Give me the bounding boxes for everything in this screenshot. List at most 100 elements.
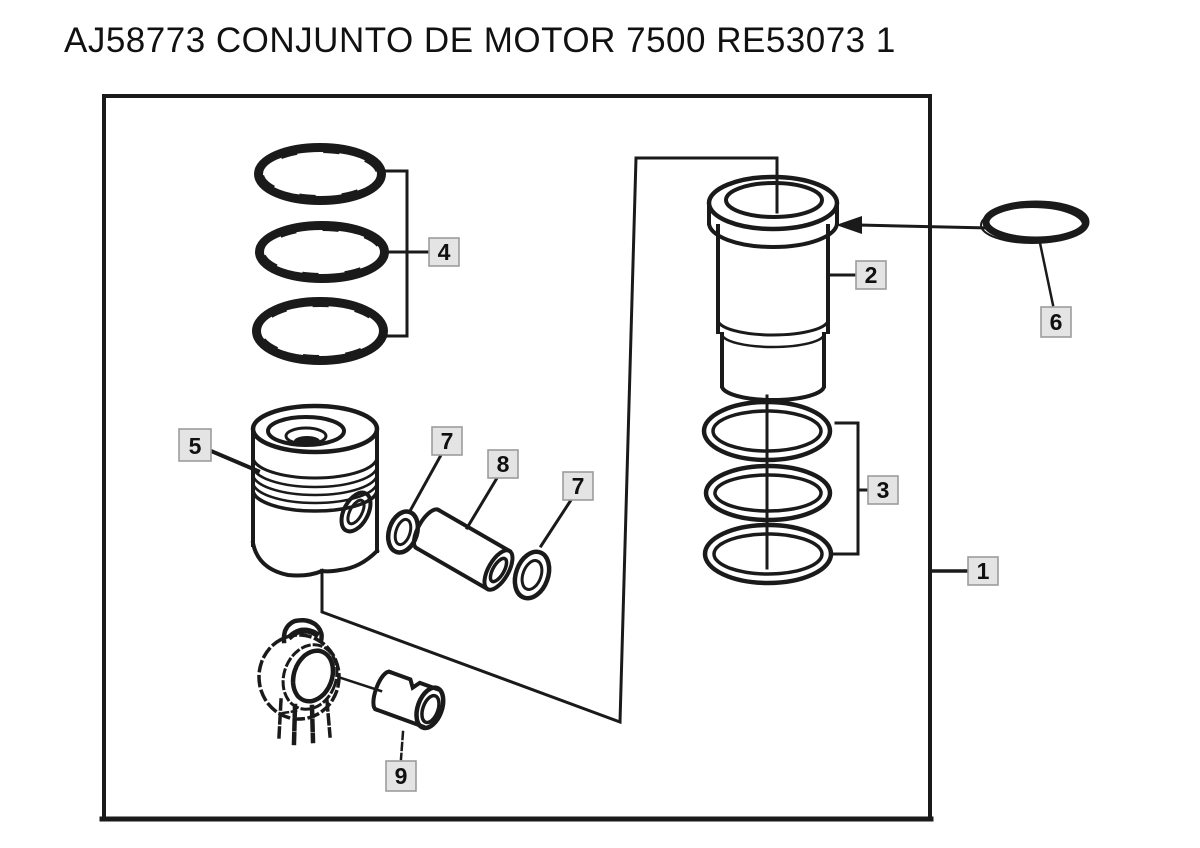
bushing-right-face (414, 685, 446, 731)
callout-number[interactable]: 1 (977, 558, 990, 584)
callout-number[interactable]: 3 (877, 477, 890, 503)
piston-liner-assembly-line (320, 156, 779, 725)
callout-number[interactable]: 7 (572, 473, 585, 499)
piston (208, 403, 380, 578)
piston-bowl-center (294, 436, 320, 446)
bushing-left-cap (371, 669, 393, 713)
callout-box[interactable] (562, 471, 594, 501)
piston-ring-top-highlight (263, 152, 377, 196)
pin-top-edge (435, 507, 513, 554)
snap-ring-right-inner (520, 559, 544, 591)
callout-2-cylinder-liner[interactable]: 2 (855, 260, 887, 290)
cylinder-liner (706, 174, 858, 402)
callout-number[interactable]: 8 (497, 451, 510, 477)
callout-box[interactable] (178, 428, 212, 462)
packing-bracket (831, 421, 860, 556)
callout-6-o-ring[interactable]: 6 (1040, 306, 1072, 338)
piston-pin-boss (339, 490, 373, 534)
packing-bottom-inner (712, 532, 824, 576)
rod-shank-tick (281, 709, 298, 715)
callout-7-snap-ring-left[interactable]: 7 (431, 426, 463, 456)
piston-groove-2 (251, 464, 379, 489)
piston-ring-middle (255, 221, 389, 283)
callout-3-liner-packing-set[interactable]: 3 (867, 475, 899, 505)
callout-box[interactable] (487, 449, 519, 479)
packing-middle-inner (713, 473, 823, 513)
pin-right-face (482, 548, 515, 592)
packing-bottom (702, 522, 834, 586)
piston-groove-4 (251, 480, 379, 505)
piston-leader (208, 448, 261, 474)
piston-ring-top (254, 143, 386, 205)
liner-flange-bottom (706, 220, 840, 249)
piston-ring-bottom-highlight (261, 306, 379, 356)
snap-ring-left-inner (393, 517, 413, 547)
piston-pin-leader (464, 475, 500, 531)
rod-shank-line-4 (325, 699, 332, 738)
liner-bottom-edge (719, 383, 827, 402)
snap-ring-left-leader (407, 452, 444, 514)
pin-bushing (339, 669, 446, 761)
piston-pin-hole (346, 498, 366, 526)
callout-box[interactable] (1040, 306, 1072, 338)
o-ring (836, 200, 1090, 307)
callout-1-assembly[interactable]: 1 (967, 556, 999, 586)
callout-box[interactable] (967, 556, 999, 586)
snap-ring-right-outer (512, 549, 552, 601)
callout-number[interactable]: 2 (865, 262, 878, 288)
liner-packing-set (701, 394, 870, 586)
rod-bore (290, 648, 336, 704)
rod-shank-line-3 (309, 704, 316, 744)
piston-groove-3 (251, 472, 379, 497)
callout-9-pin-bushing[interactable]: 9 (385, 760, 417, 792)
callout-box[interactable] (867, 475, 899, 505)
snap-ring-right-leader (538, 497, 574, 549)
page-title: AJ58773 CONJUNTO DE MOTOR 7500 RE53073 1 (64, 21, 896, 60)
connecting-rod-phantom (257, 618, 341, 746)
rod-boss-top (281, 618, 324, 644)
rod-shank-line-1 (277, 698, 283, 739)
piston-crown (250, 403, 380, 455)
callout-8-piston-pin[interactable]: 8 (487, 449, 519, 479)
callout-5-piston[interactable]: 5 (178, 428, 212, 462)
liner-flange-rim (706, 174, 840, 232)
callout-box[interactable] (385, 760, 417, 792)
callout-7-snap-ring-right[interactable]: 7 (562, 471, 594, 501)
piston-skirt-left (250, 540, 325, 578)
callout-box[interactable] (431, 426, 463, 456)
callout-box[interactable] (855, 260, 887, 290)
piston-groove-1 (251, 455, 379, 480)
o-ring-leader (1038, 241, 1055, 307)
rod-eye-outer (257, 633, 341, 721)
callout-number[interactable]: 5 (189, 433, 202, 459)
piston-pin (412, 475, 515, 592)
liner-seam-upper (716, 318, 830, 337)
piston-ring-bottom (252, 297, 388, 365)
pin-left-cap (412, 507, 442, 551)
piston-ring-set (252, 143, 431, 365)
bushing-leader (399, 730, 405, 761)
packing-top-inner (711, 409, 823, 453)
snap-ring-right (512, 497, 574, 601)
piston-skirt-right (319, 548, 380, 574)
packing-middle (703, 463, 833, 523)
callout-number[interactable]: 4 (438, 239, 451, 265)
callout-number[interactable]: 7 (441, 428, 454, 454)
o-ring-arrow-icon (836, 216, 862, 234)
pin-bottom-edge (413, 545, 491, 592)
bushing-bottom-edge (373, 706, 426, 730)
callout-number[interactable]: 6 (1050, 309, 1063, 335)
callout-number[interactable]: 9 (395, 763, 408, 789)
o-ring-body (982, 200, 1090, 244)
rod-eye-mid (281, 643, 339, 711)
callout-box[interactable] (428, 237, 460, 267)
bushing-top-edge (387, 669, 440, 692)
liner-bore-rim (724, 181, 824, 219)
piston-ring-middle-highlight (264, 230, 380, 274)
pin-bore (488, 556, 509, 584)
rod-boss-shade (286, 627, 321, 641)
liner-seam-lower (720, 332, 826, 349)
callout-4-piston-ring-set[interactable]: 4 (428, 237, 460, 267)
